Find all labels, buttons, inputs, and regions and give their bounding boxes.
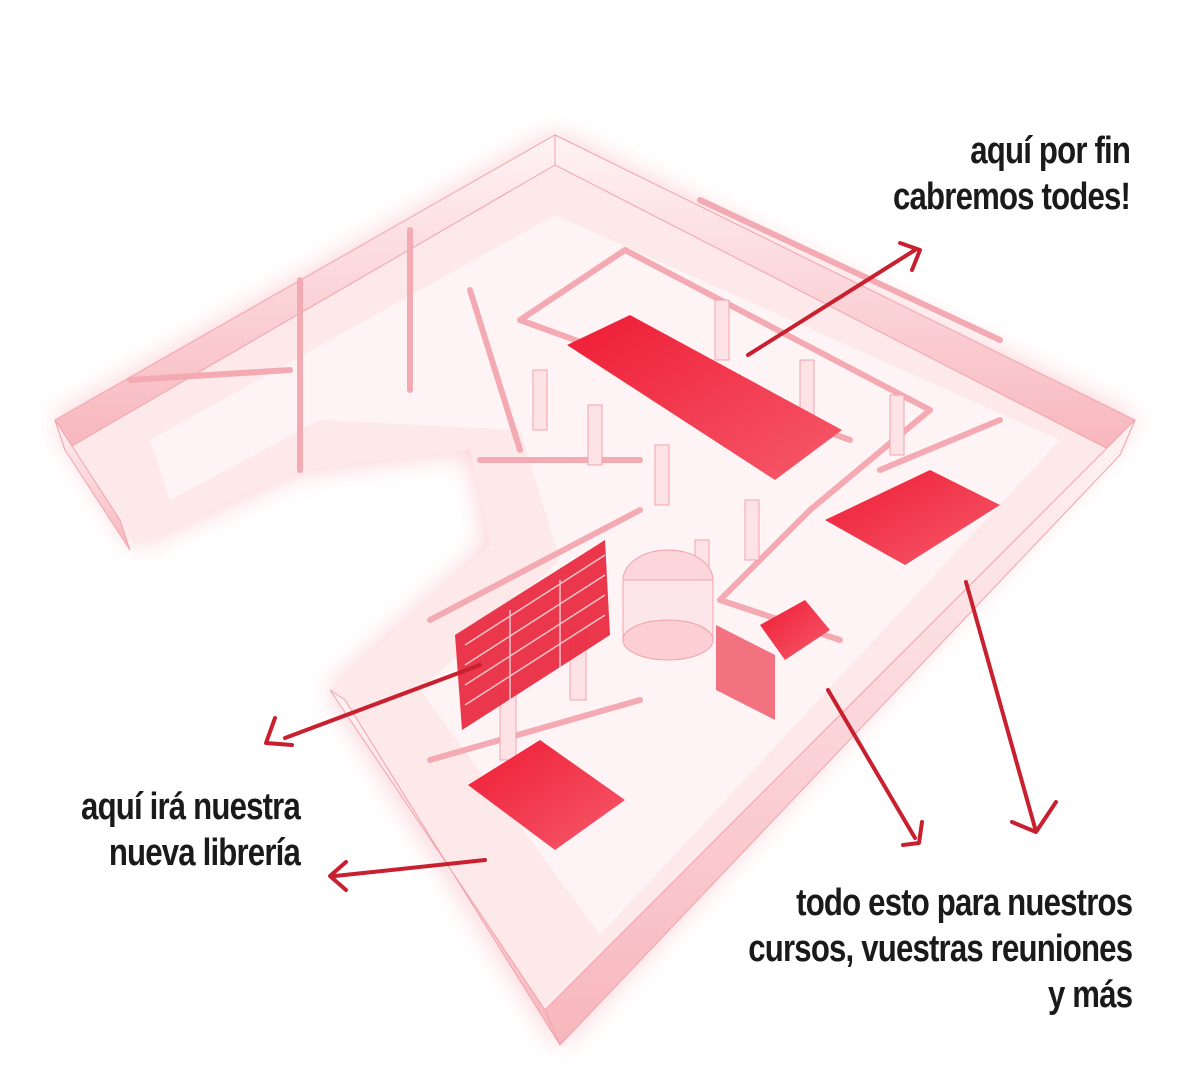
annotation-top-right: aquí por fin cabremos todes! [892,128,1131,220]
annotation-bottom-right-line1: todo esto para nuestros [795,882,1133,924]
room-south-floor [468,740,625,850]
shelf-small [716,625,775,720]
arrow-entrance [328,858,487,892]
annotation-left-line2: nueva librería [108,832,301,874]
annotation-bottom-right-line3: y más [1047,974,1133,1016]
arrow-library [264,663,482,747]
highlighted-rooms [455,315,1000,850]
annotation-bottom-right-line2: cursos, vuestras reuniones [748,928,1133,970]
arrow-rooms-south [826,688,924,847]
shelf-lines [464,554,606,706]
arrows [264,241,1058,892]
main-hall-floor [567,315,842,480]
room-mid-floor [760,600,830,660]
annotation-bottom-right: todo esto para nuestros cursos, vuestras… [748,880,1133,1018]
arrow-rooms-east [964,580,1058,834]
round-core [622,549,714,661]
arrow-top-right [746,241,922,357]
annotation-top-right-line2: cabremos todes! [892,176,1131,218]
annotation-top-right-line1: aquí por fin [970,130,1131,172]
annotation-left-line1: aquí irá nuestra [81,786,301,828]
interior-walls [127,197,1003,763]
room-east-floor [825,470,1000,565]
annotation-left: aquí irá nuestra nueva librería [81,784,301,876]
library-shelves [455,540,610,730]
